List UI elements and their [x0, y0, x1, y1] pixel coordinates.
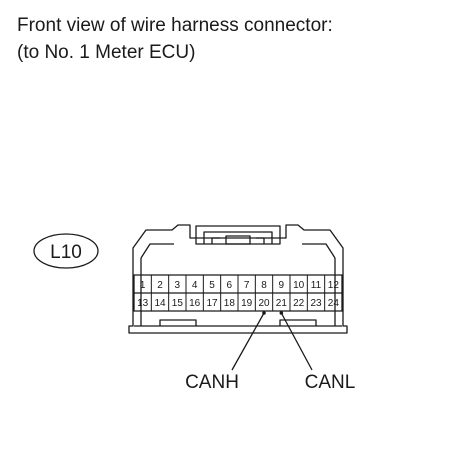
pin-18-label: 18: [224, 298, 236, 309]
pin-10-label: 10: [293, 280, 305, 291]
pin-6-label: 6: [227, 280, 233, 291]
pin-17-label: 17: [206, 298, 218, 309]
diagram-title: Front view of wire harness connector:: [17, 15, 333, 36]
pin-1-label: 1: [140, 280, 146, 291]
canh-leader-line: [231, 312, 265, 371]
pin-20-label: 20: [258, 298, 270, 309]
pin-8-label: 8: [261, 280, 267, 291]
diagram-subtitle: (to No. 1 Meter ECU): [17, 42, 196, 63]
pin-11-label: 11: [311, 280, 322, 291]
pin-5-label: 5: [209, 280, 215, 291]
pin-3-label: 3: [175, 280, 181, 291]
pin-23-label: 23: [310, 298, 322, 309]
connector-housing: [128, 224, 348, 334]
pin-24-label: 24: [328, 298, 340, 309]
canh-label: CANH: [185, 372, 239, 393]
canl-leader-line: [280, 312, 313, 371]
pin-9-label: 9: [279, 280, 285, 291]
pin-16-label: 16: [189, 298, 201, 309]
canl-label: CANL: [305, 372, 356, 393]
pin-2-label: 2: [157, 280, 163, 291]
canh-pin-marker: [262, 311, 266, 315]
connector-id-badge: [33, 233, 99, 269]
pin-7-label: 7: [244, 280, 250, 291]
pin-21-label: 21: [276, 298, 288, 309]
pin-12-label: 12: [328, 280, 340, 291]
connector-latch: [195, 225, 281, 245]
pin-19-label: 19: [241, 298, 253, 309]
pin-14-label: 14: [154, 298, 166, 309]
pin-4-label: 4: [192, 280, 198, 291]
canl-pin-marker: [279, 311, 284, 315]
connector-id-label: L10: [50, 242, 82, 263]
pin-15-label: 15: [172, 298, 184, 309]
pin-22-label: 22: [293, 298, 305, 309]
pin-13-label: 13: [137, 298, 149, 309]
